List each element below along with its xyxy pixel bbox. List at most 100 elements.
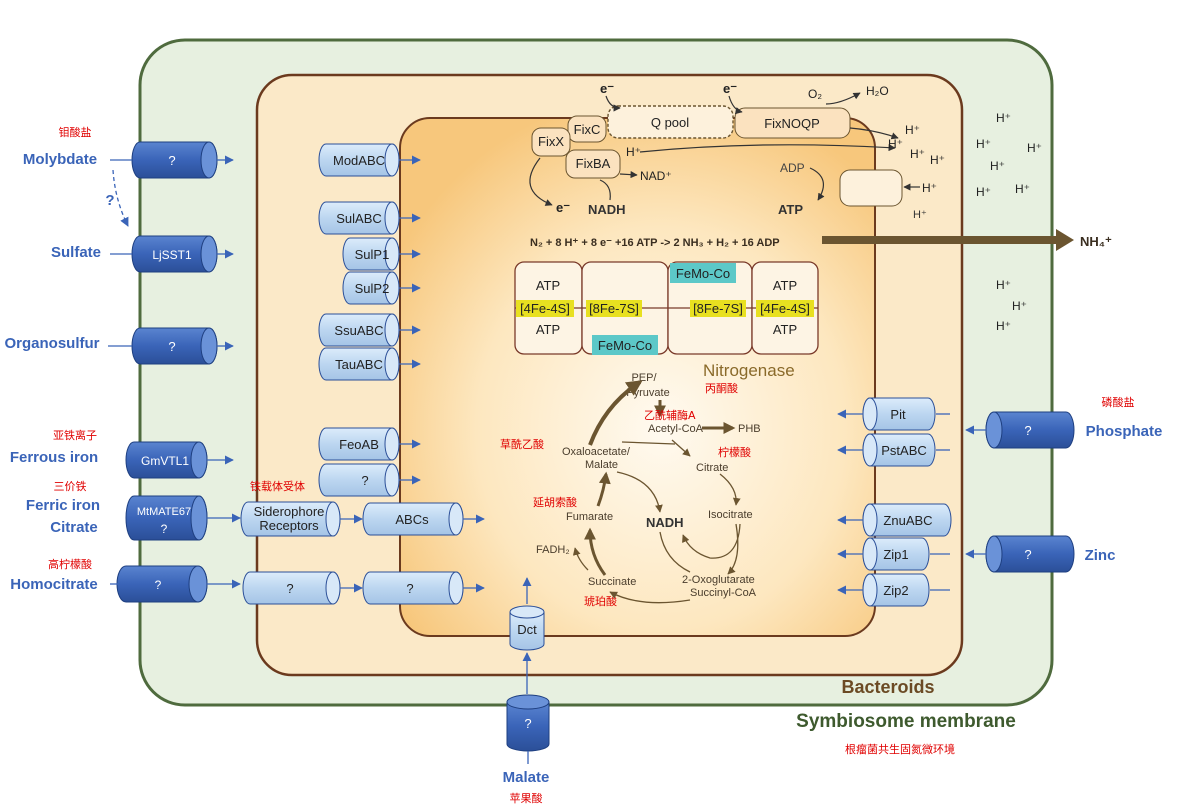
nitrogenase-complex: ATP ATP ATP ATP FeMo-Co FeMo-Co [4Fe-4S]… xyxy=(514,261,819,380)
zinc-label: Zinc xyxy=(1085,547,1116,564)
tca-oaa-zh: 草酰乙酸 xyxy=(500,437,544,451)
transporter-label: Receptors xyxy=(259,518,319,533)
nitrogenase-atp: ATP xyxy=(773,278,797,293)
fe8s-label: [8Fe-7S] xyxy=(693,301,743,316)
transporter-label: ? xyxy=(161,522,168,536)
tca-oaa: Oxaloacetate/ xyxy=(562,446,631,458)
phosphate-label: Phosphate xyxy=(1086,423,1163,440)
transporter-phosphate[interactable]: ? xyxy=(985,411,1075,449)
nitrogenase-atp: ATP xyxy=(773,322,797,337)
proton: H⁺ xyxy=(1027,141,1042,155)
transporter-label: ? xyxy=(168,339,175,354)
tca-phb: PHB xyxy=(738,423,761,435)
proton: H⁺ xyxy=(1012,299,1027,313)
malate-label: Malate xyxy=(503,769,550,786)
symbiosome-label: Symbiosome membrane xyxy=(796,711,1016,732)
q-pool-label: Q pool xyxy=(651,115,689,130)
tca-malate: Malate xyxy=(585,459,618,471)
nad-label: NAD⁺ xyxy=(640,169,672,183)
transporter-label: Siderophore xyxy=(254,504,325,519)
q-pool-box xyxy=(607,105,734,139)
transporter-homocitrate-middle[interactable]: ? xyxy=(242,571,341,605)
transporter-label: ZnuABC xyxy=(883,513,932,528)
transporter-mtmate67[interactable]: MtMATE67 ? xyxy=(125,495,208,541)
transporter-zip1[interactable]: Zip1 xyxy=(862,537,930,571)
nitrogenase-reaction: N₂ + 8 H⁺ + 8 e⁻ +16 ATP -> 2 NH₃ + H₂ +… xyxy=(530,237,780,249)
electron-label-2: e⁻ xyxy=(723,81,737,96)
transporter-abcs[interactable]: ABCs xyxy=(362,502,464,536)
transporter-dct[interactable]: Dct xyxy=(509,605,545,651)
transporter-zinc[interactable]: ? xyxy=(985,535,1075,573)
transporter-label: ModABC xyxy=(333,153,385,168)
transporter-label: Zip2 xyxy=(883,583,908,598)
fixnoqp-box xyxy=(734,107,851,139)
transporter-pstabc[interactable]: PstABC xyxy=(862,433,936,467)
tca-oxoglutarate: 2-Oxoglutarate xyxy=(682,574,755,586)
electron-label-3: e⁻ xyxy=(556,200,570,215)
transporter-gm-vtl1[interactable]: GmVTL1 xyxy=(125,441,208,479)
proton: H⁺ xyxy=(996,319,1011,333)
fixx-box xyxy=(531,127,571,157)
transporter-label: ? xyxy=(361,473,368,488)
transporter-label: ? xyxy=(155,578,162,592)
transporter-malate[interactable]: ? xyxy=(506,694,550,752)
transporter-tauabc[interactable]: TauABC xyxy=(318,347,400,381)
fe8s-highlight xyxy=(690,300,746,317)
transporter-label: ? xyxy=(168,153,175,168)
transporter-unknown-iron[interactable]: ? xyxy=(318,463,400,497)
femoco-label-bottom: FeMo-Co xyxy=(598,338,652,353)
transporter-feoab[interactable]: FeoAB xyxy=(318,427,400,461)
transporter-label: Dct xyxy=(517,622,537,637)
molybdate-zh: 钼酸盐 xyxy=(59,125,92,139)
sulfate-label: Sulfate xyxy=(51,244,101,261)
transporter-homocitrate-inner[interactable]: ? xyxy=(362,571,464,605)
transporter-modabc[interactable]: ModABC xyxy=(318,143,400,177)
proton-group: H⁺ H⁺ H⁺ H⁺ H⁺ H⁺ H⁺ H⁺ H⁺ H⁺ H⁺ H⁺ H⁺ H… xyxy=(888,111,1042,333)
transporter-organosulfur[interactable]: ? xyxy=(131,327,218,365)
transporter-label: Zip1 xyxy=(883,547,908,562)
transporter-molybdate[interactable]: ? xyxy=(131,141,218,179)
transporter-znuabc[interactable]: ZnuABC xyxy=(862,503,952,537)
transporter-sulp2[interactable]: SulP2 xyxy=(342,271,400,305)
proton: H⁺ xyxy=(976,137,991,151)
transporter-label: GmVTL1 xyxy=(141,454,189,468)
transporter-siderophore-receptors[interactable]: Siderophore Receptors xyxy=(240,501,341,537)
tca-nadh: NADH xyxy=(646,515,684,530)
proton: H⁺ xyxy=(913,209,927,221)
malate-zh: 苹果酸 xyxy=(510,791,543,805)
tca-succinate: Succinate xyxy=(588,576,636,588)
transporter-sulp1[interactable]: SulP1 xyxy=(342,237,400,271)
transporter-label: PstABC xyxy=(881,443,927,458)
fe4s-highlight xyxy=(516,300,574,317)
proton: H⁺ xyxy=(905,123,920,137)
transporter-label: SulP2 xyxy=(355,281,390,296)
transporter-ssuabc[interactable]: SsuABC xyxy=(318,313,400,347)
proton: H⁺ xyxy=(996,278,1011,292)
fixc-label: FixC xyxy=(574,122,601,137)
transporter-homocitrate[interactable]: ? xyxy=(116,565,208,603)
tca-cycle: PEP/ Pyruvate 丙酮酸 乙酰辅酶A Acetyl-CoA PHB 草… xyxy=(500,372,761,608)
fixba-label: FixBA xyxy=(576,156,611,171)
proton: H⁺ xyxy=(990,159,1005,173)
transporter-label: MtMATE67 xyxy=(137,506,191,518)
citrate-label: Citrate xyxy=(50,519,98,536)
proton: H⁺ xyxy=(976,185,991,199)
electron-transport-chain: FixNOQP Q pool FixC FixX FixBA e⁻ e⁻ O₂ … xyxy=(529,81,920,217)
femoco-label-top: FeMo-Co xyxy=(676,266,730,281)
fe4s-label: [4Fe-4S] xyxy=(520,301,570,316)
proton: H⁺ xyxy=(910,147,925,161)
organosulfur-label: Organosulfur xyxy=(4,335,99,352)
transporter-zip2[interactable]: Zip2 xyxy=(862,573,930,607)
transporter-lj-sst1[interactable]: LjSST1 xyxy=(131,235,218,273)
fe8s-label: [8Fe-7S] xyxy=(589,301,639,316)
tca-citrate-zh: 柠檬酸 xyxy=(718,445,751,459)
transporter-label: ? xyxy=(1024,547,1031,562)
siderophore-zh: 铁载体受体 xyxy=(250,479,305,493)
tca-isocitrate: Isocitrate xyxy=(708,509,753,521)
transporter-pit[interactable]: Pit xyxy=(862,397,936,431)
transporter-sulabc[interactable]: SulABC xyxy=(318,201,400,235)
nitrogenase-atp: ATP xyxy=(536,278,560,293)
proton: H⁺ xyxy=(888,137,903,151)
atp-synthase-box xyxy=(839,169,903,207)
